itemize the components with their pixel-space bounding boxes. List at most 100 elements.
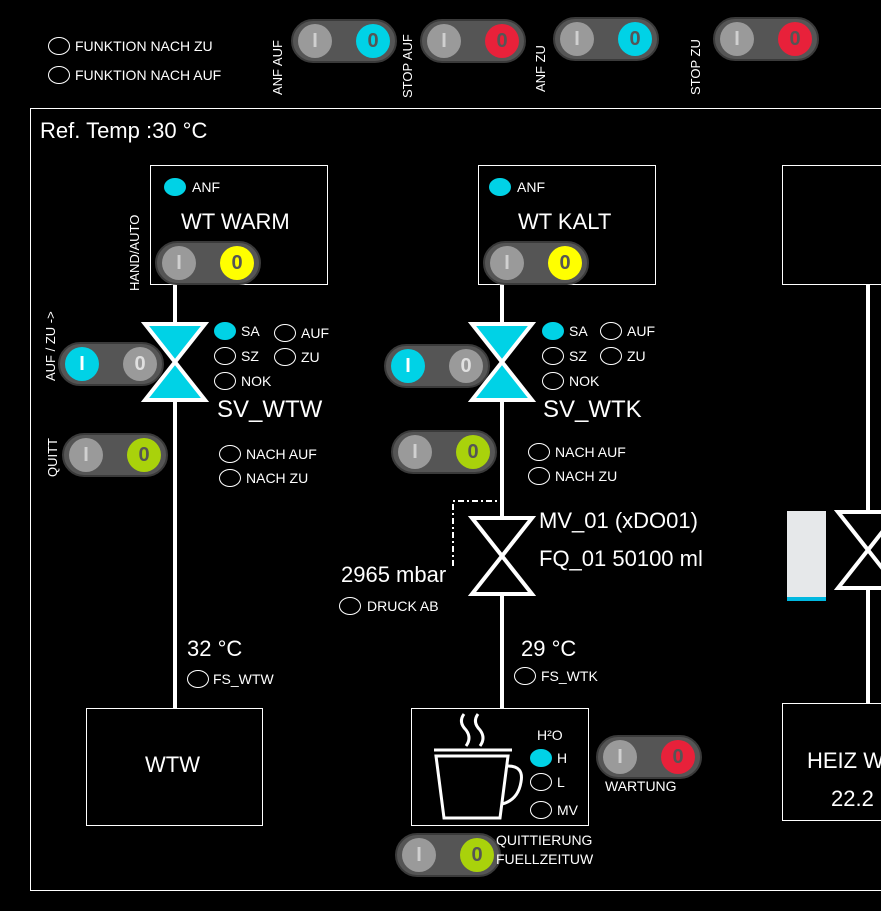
kalt-nach-auf-indicator xyxy=(528,443,550,461)
anf-auf-toggle[interactable]: I 0 xyxy=(291,19,397,63)
funktion-nach-zu-label: FUNKTION NACH ZU xyxy=(75,38,213,54)
warm-zu-indicator xyxy=(274,348,296,366)
warm-auf-indicator xyxy=(274,324,296,342)
kalt-auf-indicator xyxy=(600,322,622,340)
mv-01-valve-icon xyxy=(452,500,537,596)
warm-quitt-toggle[interactable]: I 0 xyxy=(62,433,168,477)
warm-nach-zu-indicator xyxy=(219,469,241,487)
heiz-level-fill xyxy=(787,597,826,601)
warm-anf-indicator xyxy=(164,178,186,196)
toggle-i: I xyxy=(391,349,425,383)
coffee-tank xyxy=(411,708,589,826)
wartung-toggle[interactable]: I 0 xyxy=(596,735,702,779)
kalt-anf-indicator xyxy=(489,178,511,196)
fuellzeit-label: FUELLZEITUW xyxy=(496,851,594,867)
heiz-value: 22.2 xyxy=(831,786,874,811)
auf-zu-label: AUF / ZU -> xyxy=(43,311,58,381)
funktion-nach-auf-radio[interactable] xyxy=(48,66,70,84)
warm-auf-label: AUF xyxy=(301,325,329,341)
toggle-i: I xyxy=(603,740,637,774)
kalt-sz-label: SZ xyxy=(569,348,587,364)
kalt-nach-zu-label: NACH ZU xyxy=(555,468,618,484)
fs-wtk-label: FS_WTK xyxy=(541,668,598,684)
stop-zu-toggle[interactable]: I 0 xyxy=(713,17,819,61)
warm-nok-indicator xyxy=(214,372,236,390)
kalt-sa-label: SA xyxy=(569,323,588,339)
warm-hand-auto-toggle[interactable]: I 0 xyxy=(155,241,261,285)
toggle-i: I xyxy=(298,24,332,58)
warm-zu-label: ZU xyxy=(301,349,320,365)
toggle-o: 0 xyxy=(548,246,582,280)
sv-wtk-name: SV_WTK xyxy=(543,396,642,423)
level-h-indicator xyxy=(530,749,552,767)
kalt-auf-zu-toggle[interactable]: I 0 xyxy=(384,344,490,388)
stop-auf-toggle[interactable]: I 0 xyxy=(420,19,526,63)
toggle-i: I xyxy=(427,24,461,58)
toggle-i: I xyxy=(162,246,196,280)
toggle-i: I xyxy=(398,435,432,469)
kalt-sz-indicator xyxy=(542,347,564,365)
sv-wtw-name: SV_WTW xyxy=(217,396,323,423)
toggle-i: I xyxy=(720,22,754,56)
warm-sz-label: SZ xyxy=(241,348,259,364)
funktion-nach-auf-label: FUNKTION NACH AUF xyxy=(75,67,222,83)
quittierung-label: QUITTIERUNG xyxy=(496,832,593,848)
toggle-o: 0 xyxy=(123,347,157,381)
kalt-temp: 29 °C xyxy=(521,636,577,661)
toggle-o: 0 xyxy=(460,838,494,872)
kalt-nach-zu-indicator xyxy=(528,467,550,485)
heiz-level-bar xyxy=(787,511,826,601)
pressure-value: 2965 mbar xyxy=(341,562,447,587)
warm-temp: 32 °C xyxy=(187,636,243,661)
toggle-i: I xyxy=(69,438,103,472)
toggle-o: 0 xyxy=(356,24,390,58)
sv-wtw-valve-icon xyxy=(140,322,210,402)
kalt-anf-label: ANF xyxy=(517,179,545,195)
toggle-i: I xyxy=(560,22,594,56)
level-l-indicator xyxy=(530,773,552,791)
wtw-tank-label: WTW xyxy=(145,752,200,777)
toggle-i: I xyxy=(402,838,436,872)
heiz-tank-label: HEIZ W xyxy=(807,748,881,773)
warm-nach-zu-label: NACH ZU xyxy=(246,470,309,486)
fs-wtk-indicator xyxy=(514,667,536,685)
warm-sz-indicator xyxy=(214,347,236,365)
wtw-tank xyxy=(86,708,263,826)
quitt-label: QUITT xyxy=(45,438,60,477)
warm-sa-indicator xyxy=(214,322,236,340)
h2o-label: H²O xyxy=(537,727,563,743)
toggle-o: 0 xyxy=(449,349,483,383)
fs-wtw-indicator xyxy=(187,670,209,688)
hand-auto-label: HAND/AUTO xyxy=(127,214,142,291)
sv-wtk-valve-icon xyxy=(467,322,537,402)
toggle-o: 0 xyxy=(127,438,161,472)
warm-auf-zu-toggle[interactable]: I 0 xyxy=(58,342,164,386)
anf-zu-toggle[interactable]: I 0 xyxy=(553,17,659,61)
fq-01-label: FQ_01 50100 ml xyxy=(539,546,703,571)
mv-01-label: MV_01 (xDO01) xyxy=(539,508,698,533)
kalt-nach-auf-label: NACH AUF xyxy=(555,444,626,460)
heiz-valve-icon xyxy=(833,510,881,590)
coffee-cup-icon xyxy=(434,713,523,820)
level-mv-label: MV xyxy=(557,802,578,818)
funktion-nach-zu-radio[interactable] xyxy=(48,37,70,55)
kalt-quitt-toggle[interactable]: I 0 xyxy=(391,430,497,474)
warm-anf-label: ANF xyxy=(192,179,220,195)
kalt-nok-indicator xyxy=(542,372,564,390)
level-mv-indicator xyxy=(530,801,552,819)
ref-temp: Ref. Temp :30 °C xyxy=(40,118,208,143)
level-h-label: H xyxy=(557,750,568,766)
toggle-o: 0 xyxy=(456,435,490,469)
heiz-tank xyxy=(782,703,881,821)
warm-nach-auf-indicator xyxy=(219,445,241,463)
wartung-label: WARTUNG xyxy=(605,778,677,794)
fuellzeit-quitt-toggle[interactable]: I 0 xyxy=(395,833,501,877)
kalt-nok-label: NOK xyxy=(569,373,600,389)
kalt-zu-label: ZU xyxy=(627,348,646,364)
toggle-o: 0 xyxy=(661,740,695,774)
toggle-o: 0 xyxy=(618,22,652,56)
kalt-auf-label: AUF xyxy=(627,323,655,339)
toggle-o: 0 xyxy=(220,246,254,280)
heiz-panel xyxy=(782,165,881,285)
kalt-hand-auto-toggle[interactable]: I 0 xyxy=(483,241,589,285)
